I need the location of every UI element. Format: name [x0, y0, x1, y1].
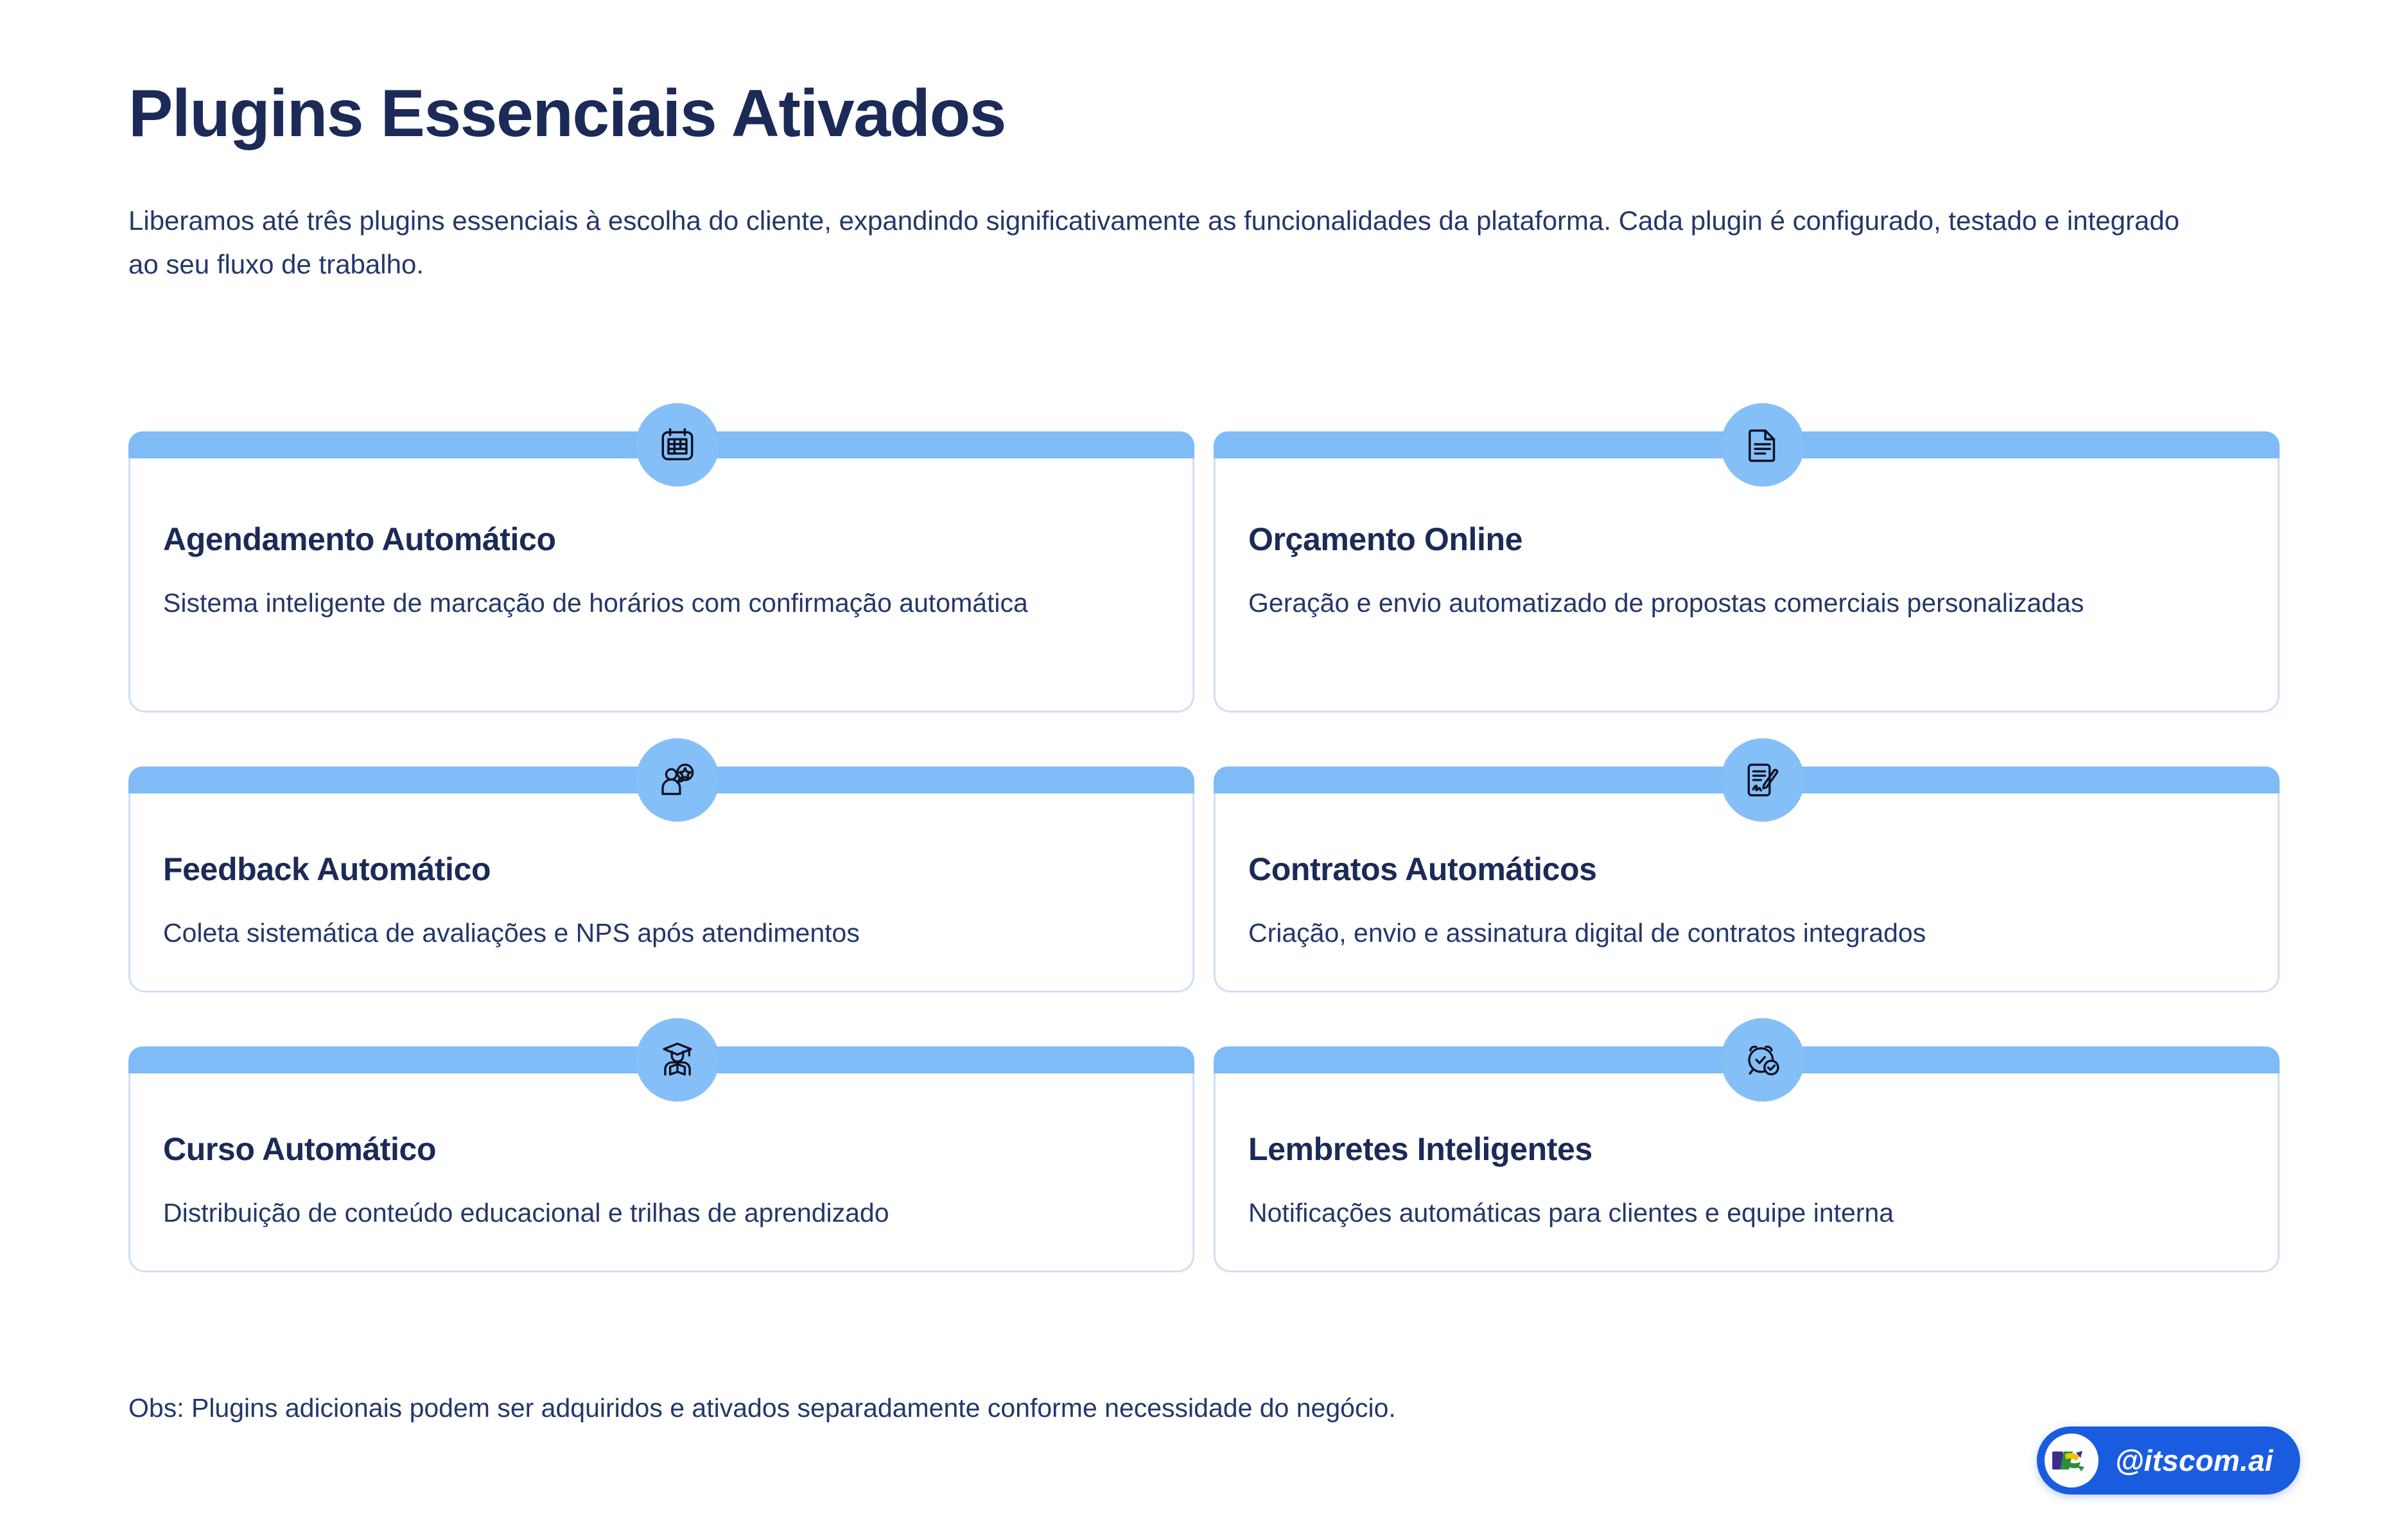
card-title: Lembretes Inteligentes	[1248, 1131, 1592, 1167]
plugin-card-orcamento-online[interactable]: Orçamento Online Geração e envio automat…	[1214, 403, 2280, 713]
footer-note: Obs: Plugins adicionais podem ser adquir…	[128, 1393, 1396, 1423]
person-feedback-star-icon	[636, 738, 719, 822]
page-title: Plugins Essenciais Ativados	[128, 76, 1006, 151]
plugin-card-grid: Agendamento Automático Sistema inteligen…	[128, 403, 2280, 1272]
plugin-card-feedback-automatico[interactable]: Feedback Automático Coleta sistemática d…	[128, 738, 1194, 993]
card-description: Coleta sistemática de avaliações e NPS a…	[163, 918, 860, 948]
card-title: Orçamento Online	[1248, 521, 1523, 557]
document-icon	[1721, 403, 1804, 487]
alarm-clock-check-icon	[1721, 1018, 1804, 1102]
card-description: Sistema inteligente de marcação de horár…	[163, 588, 1028, 618]
brand-handle: @itscom.ai	[2115, 1444, 2273, 1477]
card-surface	[1214, 445, 2280, 713]
card-title: Feedback Automático	[163, 851, 491, 887]
plugin-card-lembretes-inteligentes[interactable]: Lembretes Inteligentes Notificações auto…	[1214, 1018, 2280, 1272]
card-surface	[128, 445, 1194, 713]
card-title: Agendamento Automático	[163, 521, 556, 557]
itscom-logo-icon	[2044, 1434, 2098, 1487]
contract-signature-icon	[1721, 738, 1804, 822]
card-body: Feedback Automático Coleta sistemática d…	[128, 793, 1194, 993]
calendar-icon	[636, 403, 719, 487]
card-title: Curso Automático	[163, 1131, 437, 1167]
card-body: Lembretes Inteligentes Notificações auto…	[1214, 1073, 2280, 1272]
plugin-card-curso-automatico[interactable]: Curso Automático Distribuição de conteúd…	[128, 1018, 1194, 1272]
brand-badge[interactable]: @itscom.ai	[2036, 1426, 2300, 1495]
card-body: Contratos Automáticos Criação, envio e a…	[1214, 793, 2280, 993]
card-description: Notificações automáticas para clientes e…	[1248, 1198, 1894, 1227]
card-description: Distribuição de conteúdo educacional e t…	[163, 1198, 889, 1227]
card-description: Geração e envio automatizado de proposta…	[1248, 588, 2084, 618]
graduate-book-icon	[636, 1018, 719, 1102]
card-body: Agendamento Automático Sistema inteligen…	[128, 458, 1194, 713]
plugin-card-agendamento-automatico[interactable]: Agendamento Automático Sistema inteligen…	[128, 403, 1194, 713]
page-subtitle: Liberamos até três plugins essenciais à …	[128, 205, 2180, 280]
card-body: Orçamento Online Geração e envio automat…	[1214, 458, 2280, 713]
card-body: Curso Automático Distribuição de conteúd…	[128, 1073, 1194, 1272]
card-title: Contratos Automáticos	[1248, 851, 1597, 887]
plugin-card-contratos-automaticos[interactable]: Contratos Automáticos Criação, envio e a…	[1214, 738, 2280, 993]
header: Plugins Essenciais Ativados Liberamos at…	[128, 77, 2280, 286]
card-description: Criação, envio e assinatura digital de c…	[1248, 918, 1926, 948]
